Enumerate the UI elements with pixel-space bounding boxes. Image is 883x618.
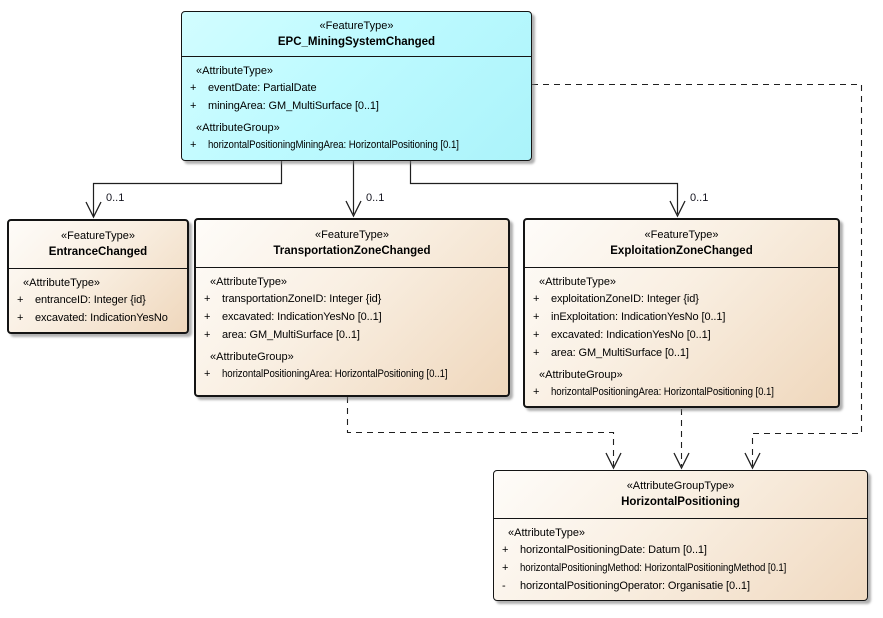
section-stereotype: «AttributeGroup» [210,351,294,363]
multiplicity-label-entrance: 0..1 [106,192,125,204]
attribute-row[interactable]: + miningArea: GM_MultiSurface [0..1] [182,97,531,115]
visibility-marker: + [190,100,197,112]
visibility-marker: + [533,329,540,341]
attribute-row[interactable]: + excavated: IndicationYesNo [9,309,187,327]
class-box-exploitationzonechanged[interactable]: «FeatureType» ExploitationZoneChanged «A… [523,218,840,408]
class-header: «FeatureType» EPC_MiningSystemChanged [182,12,531,57]
attribute-text: excavated: IndicationYesNo [0..1] [551,329,711,341]
attribute-text: excavated: IndicationYesNo [0..1] [222,311,382,323]
class-box-epc-miningsystemchanged[interactable]: «FeatureType» EPC_MiningSystemChanged «A… [181,11,532,161]
attribute-text: horizontalPositioningMethod: HorizontalP… [520,562,787,574]
visibility-marker: + [204,329,211,341]
visibility-marker: + [533,311,540,323]
attribute-text: exploitationZoneID: Integer {id} [551,293,699,305]
section-stereotype: «AttributeType» [196,65,274,77]
class-header: «FeatureType» ExploitationZoneChanged [525,220,838,268]
visibility-marker: + [17,294,24,306]
attribute-row[interactable]: + excavated: IndicationYesNo [0..1] [196,308,508,326]
attribute-text: area: GM_MultiSurface [0..1] [222,329,360,341]
section-stereotype: «AttributeType» [539,276,617,288]
section-stereotype: «AttributeType» [210,276,288,288]
class-box-transportationzonechanged[interactable]: «FeatureType» TransportationZoneChanged … [194,218,510,397]
attributes-compartment: «AttributeType» + entranceID: Integer {i… [9,269,187,327]
class-header: «FeatureType» TransportationZoneChanged [196,220,508,268]
multiplicity-label-exploitationzone: 0..1 [690,192,709,204]
open-arrowhead-icon [673,452,690,470]
attributes-compartment: «AttributeType» + eventDate: PartialDate… [182,57,531,154]
class-name: HorizontalPositioning [621,496,740,508]
attribute-row[interactable]: + entranceID: Integer {id} [9,291,187,309]
attribute-text: excavated: IndicationYesNo [35,312,168,324]
visibility-marker: + [204,293,211,305]
visibility-marker: + [533,293,540,305]
attribute-row[interactable]: + horizontalPositioningArea: HorizontalP… [196,365,508,383]
class-name: ExploitationZoneChanged [610,245,753,257]
visibility-marker: + [533,347,540,359]
attribute-row[interactable]: + area: GM_MultiSurface [0..1] [196,326,508,344]
attribute-text: horizontalPositioningOperator: Organisat… [520,580,750,592]
class-header: «FeatureType» EntranceChanged [9,221,187,269]
stereotype-label: «FeatureType» [315,229,389,241]
attribute-row[interactable]: + excavated: IndicationYesNo [0..1] [525,326,838,344]
attribute-text: area: GM_MultiSurface [0..1] [551,347,689,359]
visibility-marker: + [204,311,211,323]
attribute-text: entranceID: Integer {id} [35,294,146,306]
class-box-horizontalpositioning[interactable]: «AttributeGroupType» HorizontalPositioni… [493,470,868,601]
dependency-transportationzone-to-horizontalpositioning-line[interactable] [346,397,615,466]
section-stereotype: «AttributeGroup» [539,369,623,381]
visibility-marker: + [190,82,197,94]
stereotype-label: «FeatureType» [319,19,394,32]
attribute-text: horizontalPositioningArea: HorizontalPos… [222,368,448,380]
attribute-text: horizontalPositioningDate: Datum [0..1] [520,544,707,556]
visibility-marker: - [502,580,506,592]
attributes-compartment: «AttributeType» + exploitationZoneID: In… [525,268,838,401]
association-epc-to-exploitationzone-line[interactable] [409,161,679,214]
visibility-marker: + [17,312,24,324]
class-name: EPC_MiningSystemChanged [277,35,436,48]
attribute-row[interactable]: + horizontalPositioningArea: HorizontalP… [525,383,838,401]
attribute-text: horizontalPositioningArea: HorizontalPos… [551,386,774,398]
class-box-entrancechanged[interactable]: «FeatureType» EntranceChanged «Attribute… [7,219,189,334]
attributes-compartment: «AttributeType» + horizontalPositioningD… [494,519,867,595]
open-arrowhead-icon [345,200,362,218]
stereotype-label: «FeatureType» [644,229,719,241]
section-stereotype: «AttributeType» [508,527,586,539]
open-arrowhead-icon [605,452,622,470]
attribute-text: inExploitation: IndicationYesNo [0..1] [551,311,726,323]
attributes-compartment: «AttributeType» + transportationZoneID: … [196,268,508,383]
visibility-marker: + [533,386,540,398]
open-arrowhead-icon [669,200,686,218]
class-name: EntranceChanged [48,246,148,258]
section-stereotype: «AttributeGroup» [196,122,280,134]
class-header: «AttributeGroupType» HorizontalPositioni… [494,471,867,519]
attribute-text: transportationZoneID: Integer {id} [222,293,382,305]
multiplicity-label-transportationzone: 0..1 [366,192,385,204]
attribute-row[interactable]: + exploitationZoneID: Integer {id} [525,290,838,308]
attribute-text: eventDate: PartialDate [208,82,317,94]
attribute-row[interactable]: - horizontalPositioningOperator: Organis… [494,577,867,595]
attribute-row[interactable]: + horizontalPositioningMiningArea: Horiz… [182,136,531,154]
visibility-marker: + [502,562,509,574]
attribute-row[interactable]: + transportationZoneID: Integer {id} [196,290,508,308]
attribute-text: horizontalPositioningMiningArea: Horizon… [208,139,459,151]
visibility-marker: + [502,544,509,556]
visibility-marker: + [190,139,197,151]
attribute-row[interactable]: + inExploitation: IndicationYesNo [0..1] [525,308,838,326]
stereotype-label: «FeatureType» [61,230,135,242]
open-arrowhead-icon [85,201,102,219]
attribute-row[interactable]: + horizontalPositioningDate: Datum [0..1… [494,541,867,559]
attribute-row[interactable]: + eventDate: PartialDate [182,79,531,97]
visibility-marker: + [204,368,211,380]
stereotype-label: «AttributeGroupType» [626,480,735,492]
attribute-row[interactable]: + horizontalPositioningMethod: Horizonta… [494,559,867,577]
attribute-row[interactable]: + area: GM_MultiSurface [0..1] [525,344,838,362]
open-arrowhead-icon [744,452,761,470]
association-epc-to-entrance-line[interactable] [92,161,283,216]
attribute-text: miningArea: GM_MultiSurface [0..1] [208,100,379,112]
class-name: TransportationZoneChanged [273,245,431,257]
section-stereotype: «AttributeType» [23,277,101,289]
